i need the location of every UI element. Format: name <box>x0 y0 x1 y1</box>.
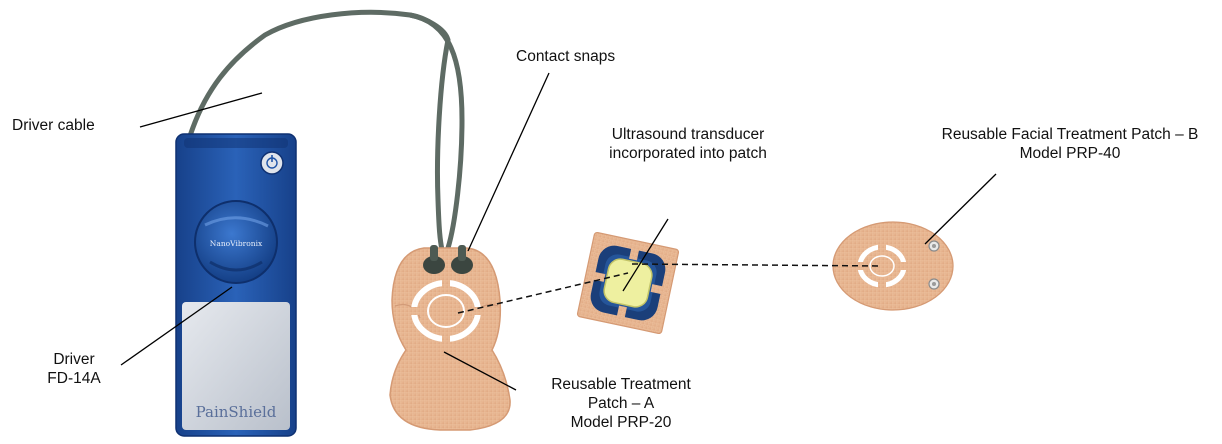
leader-contact-snaps <box>468 73 549 251</box>
label-facial-line2: Model PRP-40 <box>920 144 1220 163</box>
label-facial-patch: Reusable Facial Treatment Patch – B Mode… <box>920 125 1220 163</box>
facial-patch-b <box>833 222 953 310</box>
driver-unit: NanoVibronix PainShield <box>176 134 296 436</box>
label-patch-a: Reusable Treatment Patch – A Model PRP-2… <box>536 375 706 432</box>
product-logo: PainShield <box>196 403 277 421</box>
label-contact-snaps: Contact snaps <box>516 47 615 66</box>
label-facial-line1: Reusable Facial Treatment Patch – B <box>920 125 1220 144</box>
label-transducer-line2: incorporated into patch <box>588 144 788 163</box>
brand-logo: NanoVibronix <box>210 239 263 248</box>
label-patch-a-line2: Patch – A <box>536 394 706 413</box>
driver-cable-branch <box>437 40 448 250</box>
leader-facial-patch <box>925 174 996 244</box>
label-patch-a-line1: Reusable Treatment <box>536 375 706 394</box>
label-driver-cable: Driver cable <box>12 116 95 135</box>
label-driver-line2: FD-14A <box>44 369 104 388</box>
treatment-patch-a <box>390 245 510 430</box>
label-transducer-line1: Ultrasound transducer <box>588 125 788 144</box>
label-driver-line1: Driver <box>44 350 104 369</box>
label-driver: Driver FD-14A <box>44 350 104 388</box>
label-transducer: Ultrasound transducer incorporated into … <box>588 125 788 163</box>
leader-driver-cable <box>140 93 262 127</box>
label-patch-a-line3: Model PRP-20 <box>536 413 706 432</box>
